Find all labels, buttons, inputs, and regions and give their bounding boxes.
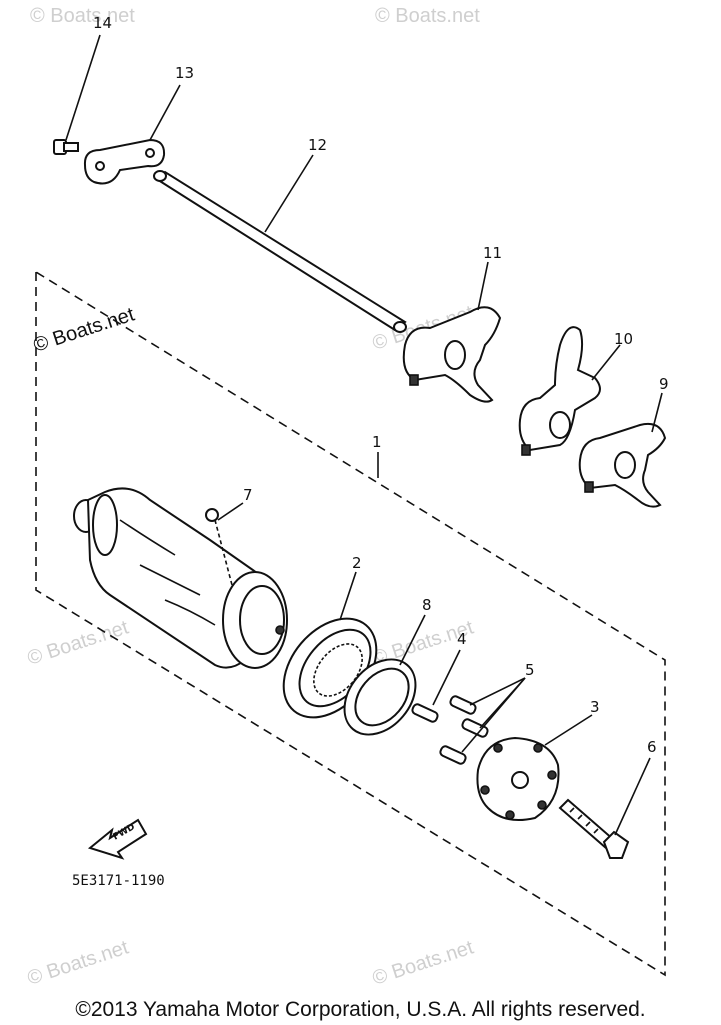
part-11-shift-fork: [402, 306, 502, 403]
part-3-segment: [476, 736, 560, 821]
copyright-notice: ©2013 Yamaha Motor Corporation, U.S.A. A…: [75, 998, 646, 1021]
part-14-bolt: [53, 139, 79, 155]
part-8-washer: [343, 658, 417, 736]
part-5-pins: [439, 695, 489, 765]
part-10-shift-fork: [518, 326, 601, 456]
watermark-dark: © Boats.net: [31, 303, 138, 356]
callout-8: 8: [422, 596, 432, 614]
assembly-boundary: [35, 271, 666, 977]
diagram-code: 5E3171-1190: [72, 873, 165, 889]
callout-4: 4: [457, 630, 467, 648]
callout-11: 11: [483, 244, 502, 262]
callout-2: 2: [352, 554, 362, 572]
part-1-shift-drum: [73, 487, 288, 669]
callout-10: 10: [614, 330, 633, 348]
part-4-pin: [411, 703, 439, 723]
watermark: © Boats.net: [30, 5, 135, 27]
arrow-left-icon: FWD: [87, 818, 148, 860]
callout-13: 13: [175, 64, 194, 82]
watermark: © Boats.net: [370, 936, 477, 989]
part-13-plate: [83, 138, 166, 185]
watermark: © Boats.net: [25, 616, 132, 669]
callout-5: 5: [525, 661, 535, 679]
callout-3: 3: [590, 698, 600, 716]
callout-14: 14: [93, 14, 112, 32]
watermark: © Boats.net: [25, 936, 132, 989]
part-7-pin: [205, 508, 233, 586]
watermark: © Boats.net: [375, 5, 480, 27]
part-6-bolt: [558, 798, 630, 859]
callout-6: 6: [647, 738, 657, 756]
callout-1: 1: [372, 433, 382, 451]
callout-9: 9: [659, 375, 669, 393]
part-12-shaft: [153, 170, 407, 333]
part-9-shift-fork: [578, 422, 667, 508]
callout-12: 12: [308, 136, 327, 154]
callout-7: 7: [243, 486, 253, 504]
